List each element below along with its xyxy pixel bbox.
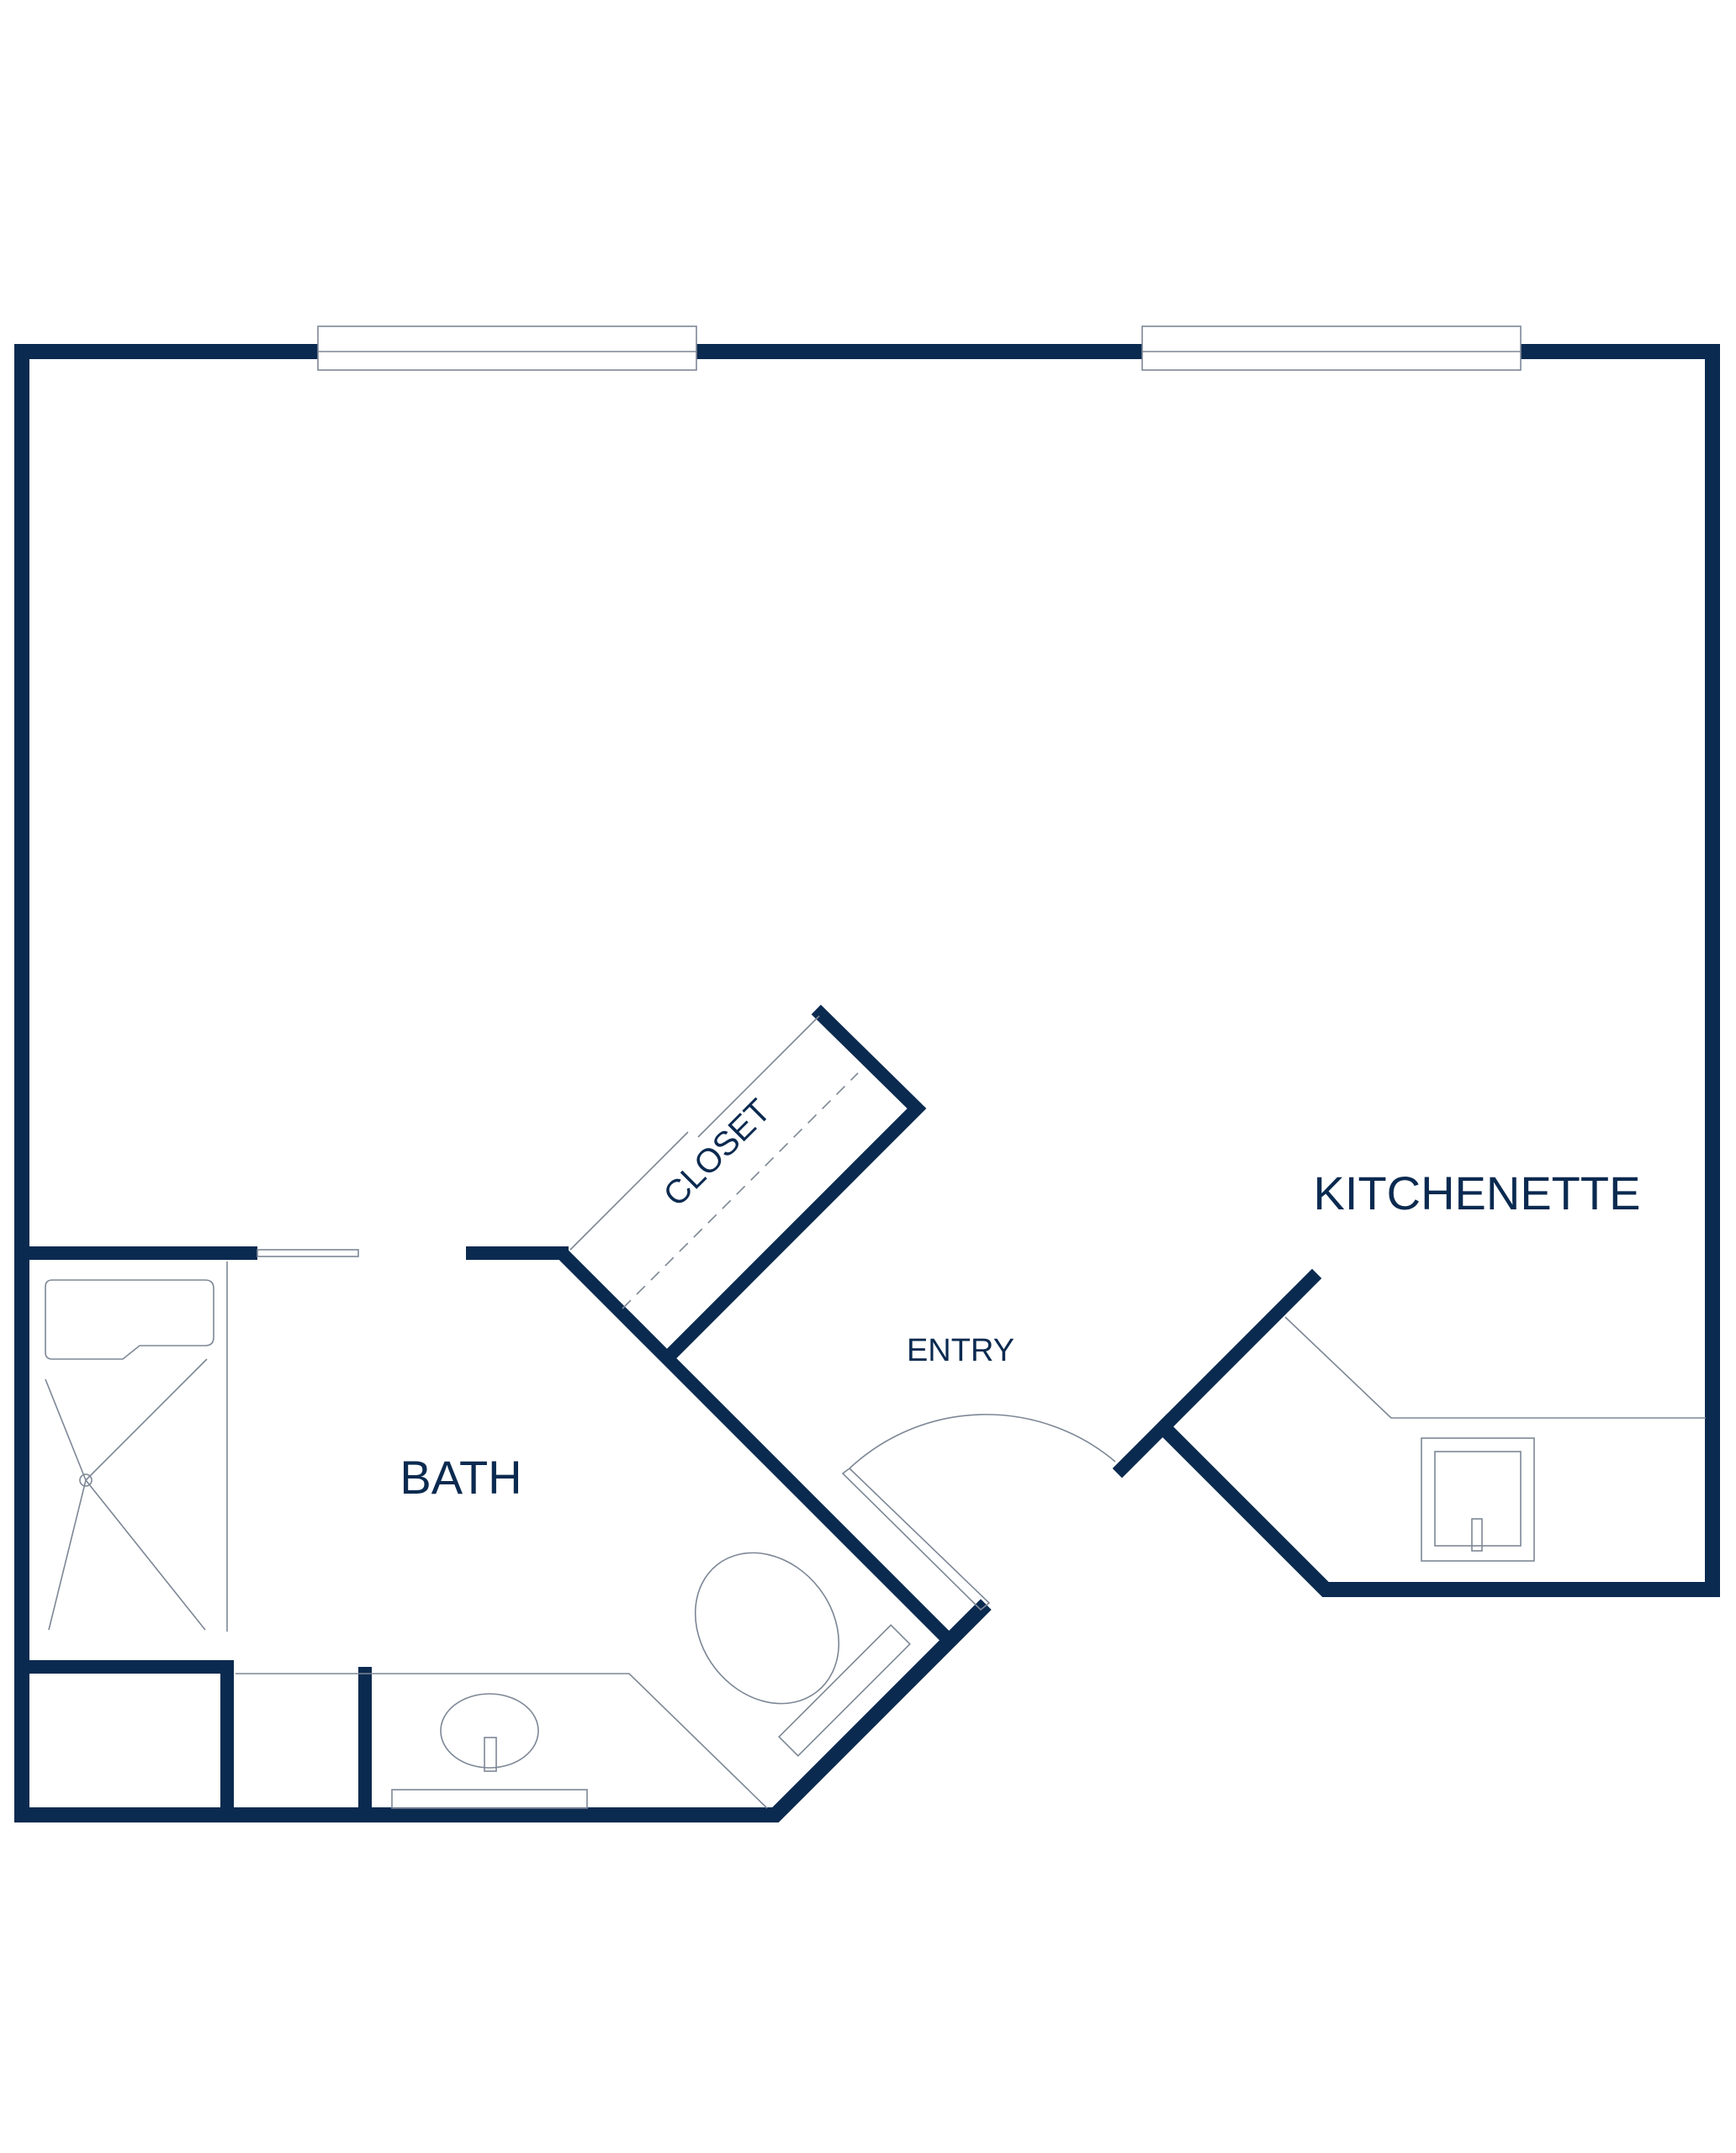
closet-wall [658, 1004, 927, 1367]
room-labels: KITCHENETTE BATH ENTRY CLOSET [400, 1092, 1640, 1504]
outer-walls [14, 344, 1720, 1822]
vanity-front [391, 1789, 588, 1809]
kitchenette-label: KITCHENETTE [1314, 1166, 1641, 1219]
bath-label: BATH [400, 1451, 521, 1504]
bath-pocket-door [257, 1249, 359, 1257]
window-right [1141, 325, 1522, 371]
closet-label: CLOSET [657, 1092, 778, 1214]
kitchen-faucet-icon [1471, 1518, 1483, 1552]
bath-bottom-wall [14, 1599, 992, 1822]
entry-label: ENTRY [907, 1333, 1014, 1368]
closet-door-line-lower [569, 1131, 689, 1251]
windows [317, 325, 1522, 371]
vanity-counter [236, 1673, 768, 1809]
kitchen-sink-inner [1434, 1451, 1522, 1547]
entry-door-swing-arc [849, 1414, 1116, 1469]
closet-door-line-upper [697, 1015, 820, 1138]
shower-drain-icon [79, 1473, 93, 1487]
toilet-bowl-icon [694, 1552, 840, 1705]
bath-diagonal-wall [555, 1246, 952, 1643]
interior-walls [15, 1004, 1322, 1822]
sink-icon [440, 1693, 539, 1769]
kitchen-sink-outer [1421, 1437, 1535, 1562]
entry-door-stop [1112, 1413, 1178, 1479]
kitchenette-bottom-wall [1156, 1420, 1720, 1597]
window-left [317, 325, 697, 371]
shower-drain-line-1 [45, 1378, 87, 1481]
bathtub-seat [45, 1279, 214, 1360]
closet-rod-dashed [622, 1072, 859, 1309]
kitchenette-partition-upper [1157, 1268, 1322, 1433]
toilet-tank-icon [778, 1624, 911, 1757]
faucet-icon [484, 1737, 497, 1772]
entry-door-leaf [841, 1468, 991, 1611]
fixtures [45, 1015, 1706, 1809]
kitchenette-counter [1284, 1316, 1706, 1419]
shower-drain-line-3 [48, 1479, 87, 1631]
shower-drain-line-4 [85, 1479, 206, 1631]
shower-drain-line-2 [85, 1358, 208, 1481]
